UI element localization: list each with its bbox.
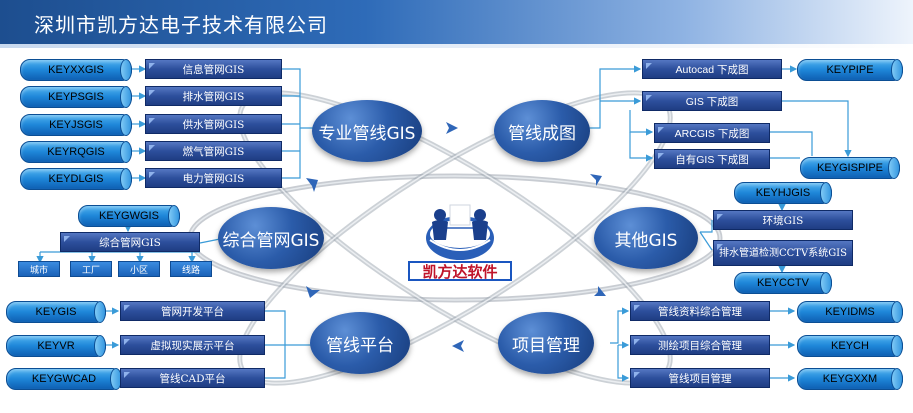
module-bar[interactable]: Autocad 下成图 xyxy=(642,59,782,79)
key-badge[interactable]: KEYGWCAD xyxy=(6,368,122,390)
key-badge[interactable]: KEYRQGIS xyxy=(20,141,132,163)
hub-integrated-network-gis[interactable]: 综合管网GIS xyxy=(218,207,324,269)
key-badge[interactable]: KEYGISPIPE xyxy=(800,157,900,179)
key-badge[interactable]: KEYXXGIS xyxy=(20,59,132,81)
module-bar[interactable]: ARCGIS 下成图 xyxy=(654,123,770,143)
key-badge[interactable]: KEYGWGIS xyxy=(78,205,180,227)
sub-item[interactable]: 城市 xyxy=(18,261,60,277)
module-bar[interactable]: 测绘项目综合管理 xyxy=(630,335,770,355)
module-bar[interactable]: 环境GIS xyxy=(713,210,853,230)
key-badge[interactable]: KEYCCTV xyxy=(734,272,832,294)
key-badge[interactable]: KEYJSGIS xyxy=(20,114,132,136)
module-bar[interactable]: 管线CAD平台 xyxy=(120,368,265,388)
module-bar[interactable]: 自有GIS 下成图 xyxy=(654,149,770,169)
arrow-comp-to-pro xyxy=(306,178,318,192)
company-title: 深圳市凯方达电子技术有限公司 xyxy=(34,13,328,37)
key-badge[interactable]: KEYCH xyxy=(797,335,903,357)
key-badge[interactable]: KEYIDMS xyxy=(797,301,903,323)
sub-item[interactable]: 线路 xyxy=(170,261,212,277)
module-bar[interactable]: 排水管网GIS xyxy=(145,86,282,106)
module-bar[interactable]: 供水管网GIS xyxy=(145,114,282,134)
module-bar[interactable]: 管线项目管理 xyxy=(630,368,770,388)
module-bar[interactable]: 燃气管网GIS xyxy=(145,141,282,161)
arrow-platform-to-comp xyxy=(306,286,320,298)
center-brand-label: 凯方达软件 xyxy=(408,261,512,281)
header-band xyxy=(0,44,913,48)
arrow-project-to-platform xyxy=(452,340,464,352)
key-badge[interactable]: KEYVR xyxy=(6,335,106,357)
module-bar[interactable]: 排水管道检测CCTV系统GIS xyxy=(713,240,853,266)
module-bar[interactable]: 综合管网GIS xyxy=(60,232,200,252)
key-badge[interactable]: KEYHJGIS xyxy=(734,182,832,204)
module-bar[interactable]: GIS 下成图 xyxy=(642,91,782,111)
key-badge[interactable]: KEYGIS xyxy=(6,301,106,323)
arrow-other-to-project xyxy=(594,286,606,296)
hub-project-management[interactable]: 项目管理 xyxy=(498,312,594,374)
hub-professional-pipeline-gis[interactable]: 专业管线GIS xyxy=(312,100,422,162)
module-bar[interactable]: 电力管网GIS xyxy=(145,168,282,188)
globe-people-icon xyxy=(426,204,494,260)
key-badge[interactable]: KEYGXXM xyxy=(797,368,903,390)
key-badge[interactable]: KEYPSGIS xyxy=(20,86,132,108)
module-bar[interactable]: 管线资料综合管理 xyxy=(630,301,770,321)
header-banner: 深圳市凯方达电子技术有限公司 xyxy=(0,0,913,44)
arrow-map-to-other xyxy=(590,174,602,186)
arrow-pro-to-map xyxy=(446,122,458,134)
key-badge[interactable]: KEYPIPE xyxy=(797,59,903,81)
hub-other-gis[interactable]: 其他GIS xyxy=(594,207,698,269)
module-bar[interactable]: 信息管网GIS xyxy=(145,59,282,79)
hub-pipeline-platform[interactable]: 管线平台 xyxy=(310,312,410,374)
hub-pipeline-mapping[interactable]: 管线成图 xyxy=(494,100,590,162)
module-bar[interactable]: 管网开发平台 xyxy=(120,301,265,321)
sub-item[interactable]: 小区 xyxy=(118,261,160,277)
key-badge[interactable]: KEYDLGIS xyxy=(20,168,132,190)
module-bar[interactable]: 虚拟现实展示平台 xyxy=(120,335,265,355)
sub-item[interactable]: 工厂 xyxy=(70,261,112,277)
